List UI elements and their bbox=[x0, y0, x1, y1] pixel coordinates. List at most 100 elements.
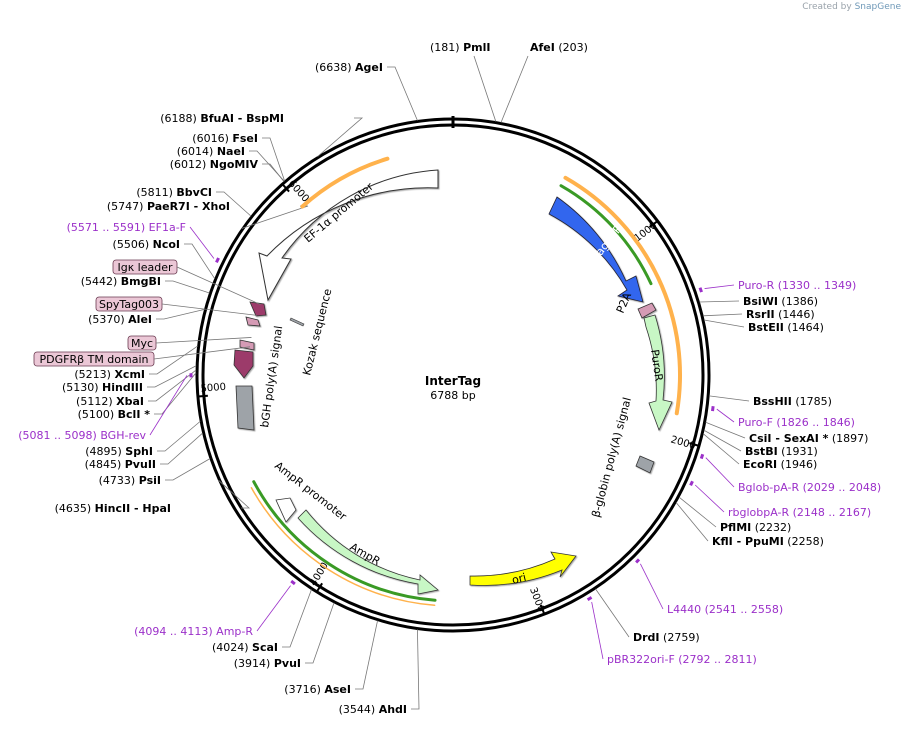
feature-ef1a-promoter[interactable] bbox=[258, 169, 439, 302]
site-label-bbvci[interactable]: (5811) BbvCI bbox=[136, 186, 212, 199]
feature-ori[interactable] bbox=[469, 551, 577, 586]
ruler-tick bbox=[281, 183, 290, 193]
feature-igk-leader[interactable] bbox=[249, 301, 267, 317]
site-label-sphi[interactable]: (4895) SphI bbox=[85, 445, 153, 458]
site-label-psii[interactable]: (4733) PsiI bbox=[99, 474, 161, 487]
primer-mark bbox=[290, 579, 296, 586]
site-label-hincii[interactable]: (4635) HincII - HpaI bbox=[55, 502, 171, 515]
primer-label-bglobpar[interactable]: Bglob-pA-R (2029 .. 2048) bbox=[738, 481, 881, 494]
site-label-csii[interactable]: CsiI - SexAI * (1897) bbox=[749, 432, 868, 445]
primer-label-ampr[interactable]: (4094 .. 4113) Amp-R bbox=[134, 625, 253, 638]
plasmid-name: InterTag bbox=[425, 374, 481, 388]
feature-ampr[interactable] bbox=[297, 509, 439, 595]
site-label-asei[interactable]: (3716) AseI bbox=[284, 683, 351, 696]
primer-mark bbox=[689, 480, 694, 487]
site-leader bbox=[675, 502, 709, 542]
site-label-bsshii[interactable]: BssHII (1785) bbox=[753, 395, 832, 408]
primer-leader bbox=[591, 601, 604, 660]
site-label-afei[interactable]: AfeI (203) bbox=[530, 41, 588, 54]
primer-label-ef1af[interactable]: (5571 .. 5591) EF1a-F bbox=[67, 221, 186, 234]
site-label-bsiwi[interactable]: BsiWI (1386) bbox=[743, 295, 818, 308]
site-label-xcmi[interactable]: (5213) XcmI bbox=[74, 368, 145, 381]
label-ori: ori bbox=[511, 571, 528, 587]
primer-mark bbox=[698, 287, 703, 293]
site-label-scai[interactable]: (4024) ScaI bbox=[212, 641, 278, 654]
site-leader bbox=[709, 395, 750, 402]
site-label-bmgbi[interactable]: (5442) BmgBI bbox=[81, 275, 161, 288]
site-label-pmli[interactable]: (181) PmlI bbox=[430, 41, 490, 54]
orf-arcs bbox=[250, 156, 682, 607]
boxed-label[interactable]: Myc bbox=[131, 337, 153, 350]
boxed-label-leader bbox=[155, 337, 252, 344]
primer-leader bbox=[704, 284, 735, 289]
site-leader bbox=[411, 629, 420, 710]
site-leader bbox=[165, 280, 210, 294]
site-leader bbox=[218, 479, 251, 509]
boxed-label[interactable]: PDGFRβ TM domain bbox=[39, 353, 148, 366]
site-leader bbox=[262, 137, 285, 182]
site-label-xbai[interactable]: (5112) XbaI bbox=[76, 395, 144, 408]
site-label-hindiii[interactable]: (5130) HindIII bbox=[62, 381, 143, 394]
site-label-kfli[interactable]: KflI - PpuMI (2258) bbox=[712, 535, 824, 548]
primer-leader bbox=[640, 563, 664, 610]
primer-label-rbglobpar[interactable]: rbglobpA-R (2148 .. 2167) bbox=[728, 506, 871, 519]
site-label-rsrii[interactable]: RsrII (1446) bbox=[746, 308, 815, 321]
site-leader bbox=[355, 620, 378, 690]
site-label-pflmi[interactable]: PflMI (2232) bbox=[720, 521, 791, 534]
label-beta-globin-pa: β-globin poly(A) signal bbox=[589, 396, 634, 519]
feature-myc[interactable] bbox=[239, 339, 255, 351]
feature-puror[interactable] bbox=[643, 314, 673, 432]
primer-label-purof[interactable]: Puro-F (1826 .. 1846) bbox=[738, 416, 855, 429]
primer-label-l4440[interactable]: L4440 (2541 .. 2558) bbox=[667, 603, 783, 616]
feature-spytag003[interactable] bbox=[245, 316, 261, 327]
site-leader bbox=[184, 243, 216, 279]
feature-ampr-promoter[interactable] bbox=[275, 497, 297, 523]
primer-leader bbox=[189, 226, 215, 259]
site-label-bsteii[interactable]: BstEII (1464) bbox=[748, 321, 824, 334]
boxed-label-leader bbox=[176, 266, 261, 305]
orf-inner-arc bbox=[559, 184, 653, 286]
site-label-drdi[interactable]: DrdI (2759) bbox=[633, 631, 700, 644]
site-label-paer7i[interactable]: (5747) PaeR7I - XhoI bbox=[107, 200, 230, 213]
orf-arc bbox=[300, 156, 390, 209]
feature-pdgfrb-tm[interactable] bbox=[233, 349, 254, 379]
primer-leader bbox=[716, 408, 735, 423]
primer-mark bbox=[215, 257, 220, 264]
feature-p2a[interactable] bbox=[637, 302, 657, 319]
site-label-bfuai[interactable]: (6188) BfuAI - BspMI bbox=[160, 112, 284, 125]
label-puror: PuroR bbox=[648, 349, 665, 383]
site-label-ahdi[interactable]: (3544) AhdI bbox=[339, 703, 407, 716]
ruler-tick bbox=[539, 604, 546, 615]
ruler-tick-label: 5000 bbox=[200, 382, 226, 395]
primer-label-puror[interactable]: Puro-R (1330 .. 1349) bbox=[738, 279, 856, 292]
site-leader bbox=[160, 432, 203, 465]
site-label-naei[interactable]: (6014) NaeI bbox=[177, 145, 245, 158]
boxed-label[interactable]: SpyTag003 bbox=[99, 298, 159, 311]
feature-tagbfp[interactable] bbox=[548, 196, 644, 303]
site-label-pvuii[interactable]: (4845) PvuII bbox=[85, 458, 156, 471]
site-label-agei[interactable]: (6638) AgeI bbox=[315, 61, 383, 74]
site-leader bbox=[154, 372, 197, 415]
restriction-site-labels: (6638) AgeI (6188) BfuAI - BspMI (6016) Fs… bbox=[55, 41, 869, 716]
boxed-label[interactable]: Igκ leader bbox=[117, 261, 173, 274]
site-label-bstbi[interactable]: BstBI (1931) bbox=[745, 445, 818, 458]
site-leader bbox=[305, 602, 335, 664]
credit-prefix: Created by bbox=[802, 2, 852, 12]
site-leader bbox=[262, 163, 285, 182]
site-label-bcli[interactable]: (5100) BclI * bbox=[78, 408, 151, 421]
site-label-ecori[interactable]: EcoRI (1946) bbox=[743, 458, 817, 471]
site-label-pvui[interactable]: (3914) PvuI bbox=[234, 657, 301, 670]
primer-label-pbr322orif[interactable]: pBR322ori-F (2792 .. 2811) bbox=[607, 653, 757, 666]
site-label-alei[interactable]: (5370) AleI bbox=[88, 313, 152, 326]
site-label-fsei[interactable]: (6016) FseI bbox=[192, 132, 258, 145]
feature-bgh-pa[interactable] bbox=[235, 385, 255, 431]
feature-beta-globin-pa[interactable] bbox=[635, 455, 655, 474]
snapgene-logo: SnapGene bbox=[854, 2, 901, 12]
primer-label-bghrev[interactable]: (5081 .. 5098) BGH-rev bbox=[18, 429, 146, 442]
site-leader bbox=[149, 345, 198, 375]
site-label-ngomiv[interactable]: (6012) NgoMIV bbox=[170, 158, 259, 171]
site-leader bbox=[282, 589, 312, 648]
site-label-ncoi[interactable]: (5506) NcoI bbox=[113, 238, 180, 251]
feature-kozak[interactable] bbox=[289, 317, 305, 327]
